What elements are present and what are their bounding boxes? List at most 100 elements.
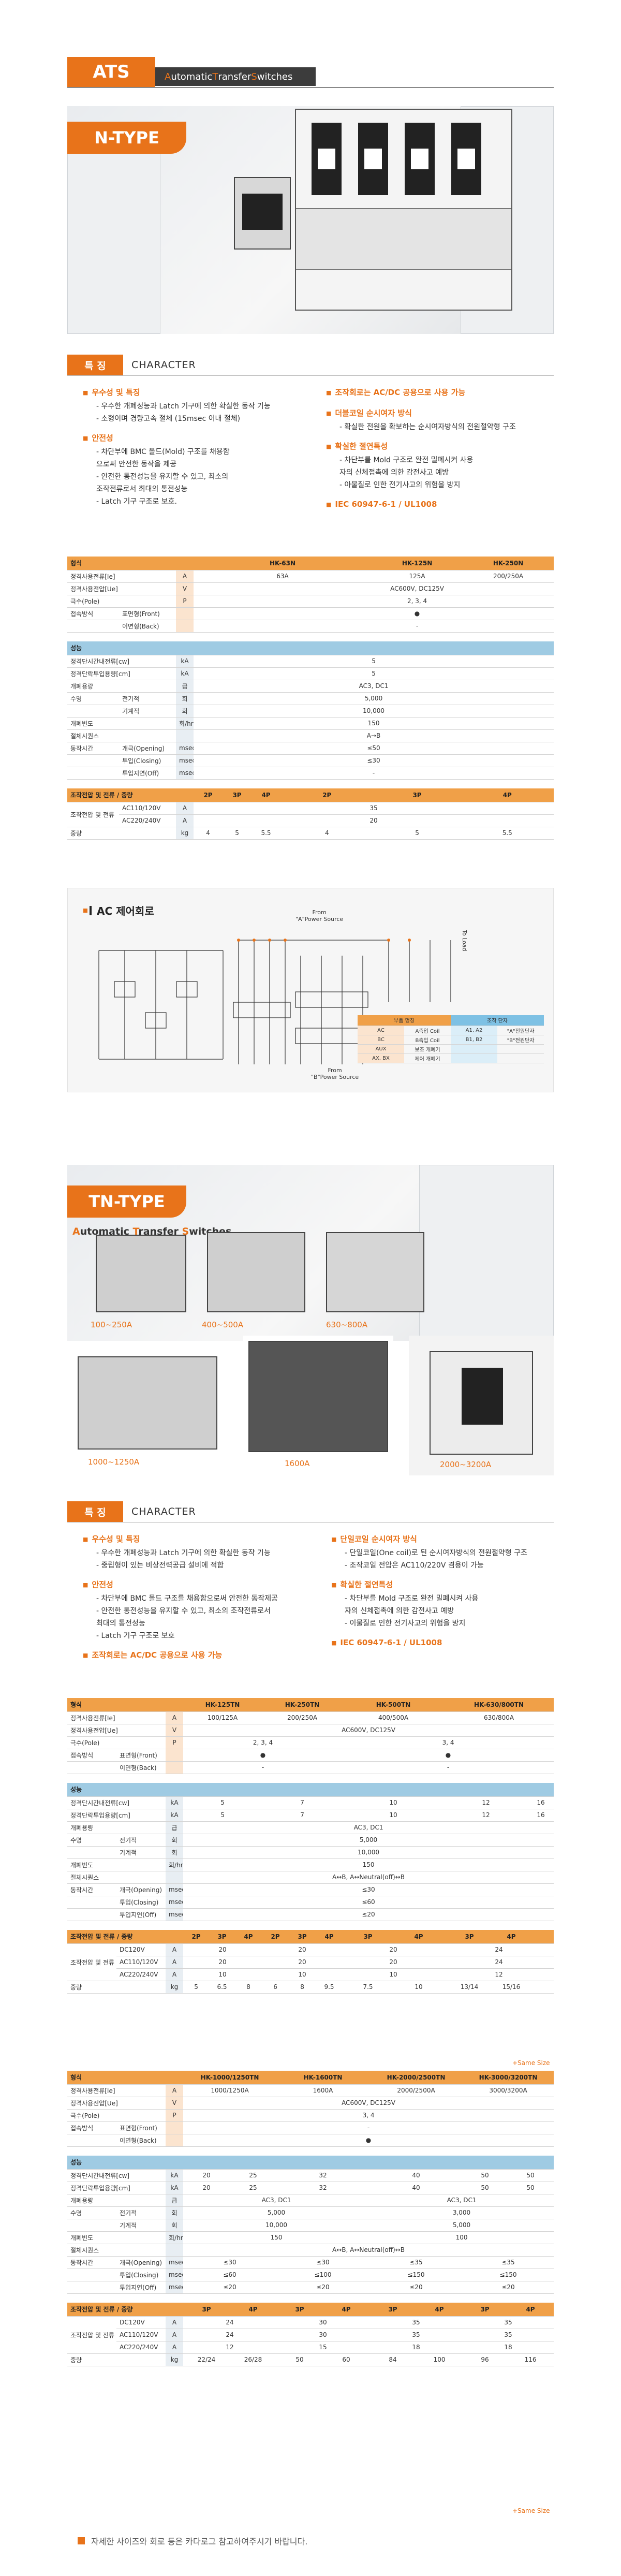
cell: 40	[369, 2182, 463, 2194]
feature-line: - 확실한 전원을 확보하는 순시여자방식의 전원절약형 구조	[339, 423, 516, 431]
cell: V	[176, 582, 194, 595]
subtitle-word: witches	[257, 71, 293, 82]
feature-line: - 안전한 통전성능을 유지할 수 있고, 최소의	[96, 473, 229, 481]
cell	[67, 754, 119, 767]
cell: A↔B, A↔Neutral(off)↔B	[183, 2244, 554, 2257]
cell: 5,000	[194, 692, 554, 705]
header-divider	[67, 87, 554, 88]
cell: 이면형(Back)	[119, 620, 176, 633]
subtitle-word: utomatic	[171, 71, 213, 82]
subtitle-word: ransfer	[218, 71, 252, 82]
cell: 8	[289, 1981, 316, 1994]
cell: 제어 개폐기	[404, 1053, 451, 1063]
feature-line: 조작전류로서 최대의 통전성능	[96, 485, 188, 493]
cell: 630/800A	[444, 1711, 554, 1724]
cell: 6	[262, 1981, 289, 1994]
product-caption: 2000~3200A	[440, 1460, 492, 1469]
cell: 10,000	[183, 1846, 554, 1859]
cell	[463, 607, 554, 620]
cell: AC110/120V	[116, 1956, 166, 1969]
cell: 1000/1250A	[183, 2084, 277, 2097]
cell: ≤30	[183, 1883, 554, 1896]
cell: 투입(Closing)	[119, 754, 176, 767]
cell: 중량	[67, 827, 176, 840]
pole-col: 3P	[412, 791, 422, 799]
cell: 26/28	[230, 2353, 277, 2366]
feature-line: - 차단부를 Mold 구조로 완전 밀폐시켜 사용	[345, 1594, 479, 1603]
feature-title: 우수성 및 특징	[83, 386, 310, 400]
feature-item: 안전성- 차단부에 BMC 몰드(Mold) 구조를 채용함 으로써 안전한 동…	[83, 431, 310, 508]
character-label-en: CHARACTER	[131, 359, 196, 371]
cell: ●	[183, 1749, 343, 1762]
cell: 116	[507, 2353, 554, 2366]
feature-item: 안전성- 차단부에 BMC 몰드 구조를 채용함으로써 안전한 동작제공- 안전…	[83, 1578, 321, 1642]
cell: kg	[176, 827, 194, 840]
cell: P	[176, 595, 194, 608]
cell: A1, A2	[451, 1026, 497, 1035]
legend-header-parts: 부품 명칭	[358, 1015, 451, 1026]
cell: 4	[324, 829, 329, 837]
feature-line: - Latch 기구 구조로 보호	[96, 1632, 175, 1640]
cell	[497, 1044, 544, 1054]
cell: ●	[372, 607, 463, 620]
cell: 4P	[507, 2303, 554, 2317]
cell: 125A	[372, 570, 463, 583]
cell: 5	[194, 667, 554, 680]
character-label: 특 징	[67, 355, 123, 375]
cell: 100	[369, 2231, 554, 2244]
feature-title: 단일코일 순시여자 방식	[331, 1532, 554, 1547]
cell: 16	[528, 1796, 554, 1809]
cell: 정격사용전류[Ie]	[67, 570, 176, 583]
feature-line: 으로써 안전한 동작을 제공	[96, 460, 177, 469]
feature-line: - 우수한 개폐성능과 Latch 기구에 의한 확실한 동작 기능	[96, 1549, 271, 1557]
cell: 5	[223, 827, 252, 840]
cell: 12	[444, 1796, 528, 1809]
cell: HK-2000/2500TN	[369, 2071, 463, 2085]
feature-title: 우수성 및 특징	[83, 1532, 321, 1547]
feature-line: - 중립형이 있는 비상전력공급 설비에 적합	[96, 1561, 224, 1570]
cell: B측입 Coil	[404, 1035, 451, 1045]
cell: 3P	[209, 1930, 235, 1944]
circuit-title: AC 제어회로	[83, 903, 154, 918]
subtitle-word: utomatic	[80, 1226, 133, 1237]
model-hk-250n: HK-250N	[463, 557, 554, 570]
cell	[463, 620, 554, 633]
cell: 3P	[463, 2303, 508, 2317]
cell: AUX	[358, 1044, 404, 1054]
cell: 7	[262, 1809, 343, 1822]
cell	[497, 1053, 544, 1063]
cell: 50	[276, 2353, 323, 2366]
cell: 10	[343, 1796, 445, 1809]
bottom-note: 자세한 사이즈와 회로 등은 카다로그 참고하여주시기 바랍니다.	[78, 2535, 307, 2547]
feature-item: 조작회로는 AC/DC 공용으로 사용 가능	[326, 386, 554, 400]
cell: 4	[194, 827, 223, 840]
cell: 32	[276, 2169, 370, 2182]
cell: msec	[176, 742, 194, 755]
spec-row: 이면형(Back)-	[67, 620, 554, 633]
cell	[176, 620, 194, 633]
cell: AX, BX	[358, 1053, 404, 1063]
feature-item: 조작회로는 AC/DC 공용으로 사용 가능	[83, 1648, 321, 1663]
cell: 24	[183, 2316, 277, 2329]
cell: 회	[176, 705, 194, 718]
cell: 35	[463, 2329, 554, 2341]
cell: 10	[393, 1981, 445, 1994]
product-630-800a: 630~800A	[321, 1227, 430, 1333]
from-b-label: From "B"Power Source	[311, 1067, 359, 1080]
subtitle-letter: S	[251, 71, 257, 82]
cell: AC600V, DC125V	[183, 2097, 554, 2110]
cell: 기계적	[119, 705, 176, 718]
cell: 5.5	[502, 829, 512, 837]
pole-col: 2P	[194, 788, 223, 802]
from-a-label: From "A"Power Source	[295, 909, 343, 923]
character-label: 특 징	[67, 1501, 123, 1522]
cell: HK-250TN	[262, 1698, 343, 1712]
